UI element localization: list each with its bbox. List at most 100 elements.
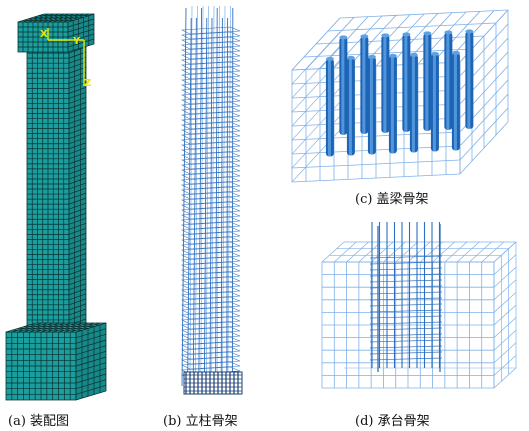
stirrup-hoop (180, 161, 241, 170)
starter-tie (369, 321, 443, 325)
column-side-face-line (68, 243, 87, 250)
embedded-bar-top (423, 31, 432, 36)
starter-tie (369, 279, 443, 283)
starter-tie (369, 315, 443, 319)
cage-bar (493, 329, 517, 351)
cage-bar (493, 241, 517, 263)
column-side-face-line (68, 142, 87, 150)
cage-bar (291, 159, 461, 169)
stirrup-hoop (180, 251, 241, 260)
cage-bar (370, 241, 394, 263)
column-side-face-line (68, 197, 87, 205)
starter-tie (369, 291, 443, 295)
column-mesh (26, 31, 87, 331)
cap-beam-side-face-line (67, 28, 95, 38)
starter-tie (369, 309, 443, 313)
column-side-face-line (68, 61, 87, 69)
stirrup-hoop (180, 216, 241, 225)
embedded-bar-highlight (348, 57, 352, 156)
cap-beam-side-face-line (67, 18, 95, 28)
stirrup-hoop (180, 241, 241, 250)
pile-cap-side-face-line (75, 339, 107, 350)
column-side-face-line (68, 107, 87, 114)
cage-bar (493, 342, 517, 364)
embedded-bar-top (465, 29, 474, 34)
cap-beam-side-face-line (67, 23, 95, 33)
column-side-face-line (68, 66, 87, 74)
stirrup-hoop (180, 171, 241, 180)
stirrup-hoop (180, 176, 241, 185)
embedded-bar-top (339, 35, 348, 40)
embedded-bar-top (360, 34, 369, 39)
starter-tie (369, 357, 443, 361)
column-side-face-line (68, 263, 87, 270)
starter-tie (369, 285, 443, 289)
column-side-face-line (68, 76, 87, 84)
caption-a: (a) 装配图 (8, 414, 70, 429)
column-side-face-line (68, 192, 87, 200)
pile-cap-column-starter-bars (369, 222, 443, 372)
column-side-face-line (68, 202, 87, 210)
starter-tie (369, 267, 443, 271)
stirrup-hoop (180, 351, 241, 360)
pile-cap-side-face-line (75, 362, 107, 373)
cap-beam-top-face-line (22, 13, 50, 23)
embedded-bar-top (451, 50, 460, 55)
column-side-face-line (68, 268, 87, 275)
stirrup-hoop (180, 76, 241, 85)
stirrup-hoop (180, 281, 241, 290)
column-side-face-line (68, 112, 87, 119)
embedded-bar-highlight (327, 58, 331, 157)
embedded-bar-highlight (432, 53, 436, 152)
column-side-face-line (68, 248, 87, 255)
column-side-face-line (68, 212, 87, 220)
pile-cap-top-face-line (70, 322, 101, 333)
column-side-face-line (68, 71, 87, 79)
longitudinal-bar (181, 7, 187, 387)
longitudinal-bar (198, 7, 203, 387)
column-side-face-line (68, 288, 87, 296)
cage-bar (493, 367, 517, 389)
caption-b: (b) 立柱骨架 (163, 414, 238, 429)
column-side-face-line (68, 313, 87, 321)
stirrup-hoop (180, 256, 241, 265)
cage-bar (493, 266, 517, 288)
pile-cap-side-face-line (75, 373, 107, 384)
column-side-face-line (68, 233, 87, 240)
caption-d: (d) 承台骨架 (355, 414, 430, 429)
starter-tie (369, 339, 443, 343)
stirrup-hoop (180, 326, 241, 335)
stirrup-hoop (180, 211, 241, 220)
cap-beam-top-face-line (27, 13, 55, 23)
embedded-bar-highlight (453, 52, 457, 151)
embedded-bar-highlight (383, 35, 387, 133)
column-side-face-line (68, 92, 87, 99)
column-side-face-line (68, 132, 87, 140)
column-side-face-line (68, 283, 87, 291)
column-side-face-line (68, 127, 87, 134)
cage-bar (291, 45, 341, 99)
pile-cap-rebar-cage (321, 241, 517, 389)
column-side-face-line (68, 152, 87, 160)
cage-bar (358, 241, 382, 263)
stirrup-hoop (180, 106, 241, 115)
stirrup-hoop (180, 191, 241, 200)
column-side-face-line (68, 87, 87, 94)
axis-label-x: X (40, 29, 48, 40)
stirrup-hoop (180, 306, 241, 315)
embedded-bar-top (430, 51, 439, 56)
pile-cap-side-face-line (75, 356, 107, 367)
longitudinal-bar (200, 5, 204, 387)
stirrup-hoop (180, 111, 241, 120)
cage-bar (346, 241, 369, 263)
stirrup-hoop (180, 206, 241, 215)
stirrup-hoop (180, 136, 241, 145)
starter-tie (369, 273, 443, 277)
starter-tie (369, 327, 443, 331)
pile-cap-top-face-line (46, 322, 77, 333)
column-base-anchor (183, 371, 243, 395)
embedded-bar-top (409, 52, 418, 57)
pile-cap-side-face-line (75, 367, 107, 378)
pile-cap-mesh (5, 322, 107, 401)
